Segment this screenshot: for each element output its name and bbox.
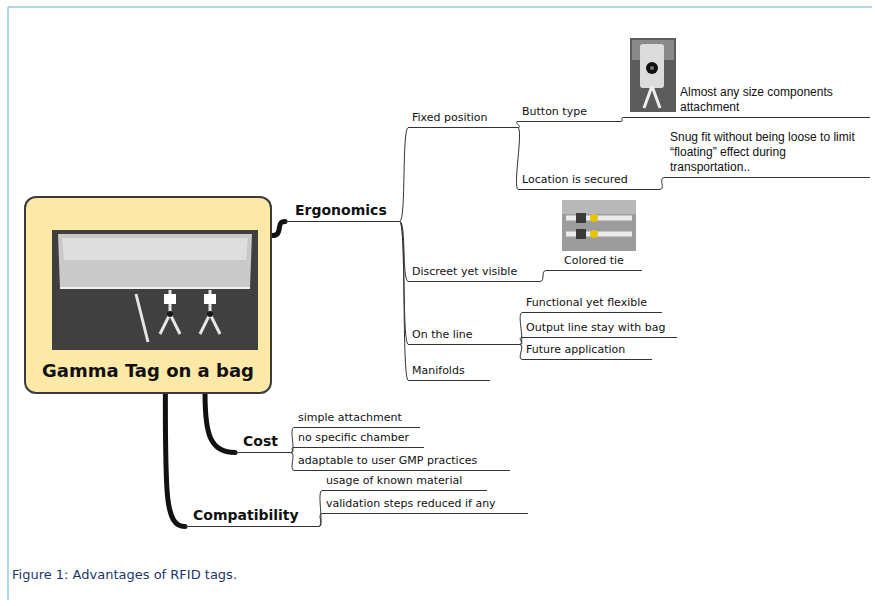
branch-text: Fixed position [412, 111, 514, 125]
branch-label: no specific chamber [294, 431, 424, 448]
main-branch-line [165, 394, 185, 527]
branch-label: Almost any size components attachment [624, 85, 870, 118]
figure-caption: Figure 1: Advantages of RFID tags. [12, 566, 237, 583]
branch-label: Output line stay with bag [522, 321, 677, 338]
branch-line [620, 118, 624, 122]
branch-label: Fixed position [408, 111, 518, 128]
branch-text: Almost any size components attachment [680, 85, 866, 115]
branch-line [540, 271, 546, 282]
branch-text: Snug fit without being loose to limit “f… [670, 130, 866, 175]
branch-text: Future application [526, 343, 648, 357]
branch-text: On the line [412, 328, 516, 342]
branch-text: simple attachment [298, 411, 416, 425]
branch-label: Future application [522, 343, 652, 360]
branch-label: Colored tie [546, 254, 642, 271]
branch-line [660, 178, 664, 190]
branch-line [516, 128, 519, 190]
branch-line [400, 222, 408, 381]
branch-text: Compatibility [193, 506, 315, 524]
branch-text: Manifolds [412, 364, 486, 378]
colored-tie-photo [562, 200, 636, 251]
branch-text: validation steps reduced if any [326, 497, 524, 511]
branch-label: Manifolds [408, 364, 490, 381]
branch-text: Functional yet flexible [526, 296, 658, 310]
main-branch: Ergonomics [285, 201, 400, 222]
branch-line [319, 514, 322, 527]
main-branch: Cost [235, 432, 291, 453]
figure-frame [8, 7, 872, 600]
branch-text: Ergonomics [295, 201, 396, 219]
bag-photo [52, 230, 258, 350]
branch-label: On the line [408, 328, 520, 345]
branch-text: Colored tie [564, 254, 638, 268]
branch-label: Location is secured [518, 173, 660, 190]
branch-text: Button type [522, 105, 616, 119]
branch-label: Discreet yet visible [408, 265, 540, 282]
main-branch-line [272, 222, 285, 236]
button-photo [630, 38, 676, 112]
branch-label: Button type [518, 105, 620, 122]
branch-line [291, 448, 294, 453]
branch-text: usage of known material [326, 474, 483, 488]
branch-text: adaptable to user GMP practices [298, 454, 506, 468]
branch-label: adaptable to user GMP practices [294, 454, 510, 471]
branch-label: Functional yet flexible [522, 296, 662, 313]
branch-text: no specific chamber [298, 431, 420, 445]
branch-text: Location is secured [522, 173, 656, 187]
branch-label: simple attachment [294, 411, 420, 428]
main-branch: Compatibility [185, 506, 319, 527]
branch-line [400, 128, 408, 222]
branch-line [516, 122, 519, 128]
branch-text: Output line stay with bag [526, 321, 673, 335]
branch-label: validation steps reduced if any [322, 497, 528, 514]
branch-label: usage of known material [322, 474, 487, 491]
central-topic: Gamma Tag on a bag [24, 196, 272, 394]
branch-label: Snug fit without being loose to limit “f… [664, 130, 870, 178]
branch-text: Cost [243, 432, 287, 450]
topic-title: Gamma Tag on a bag [42, 360, 254, 382]
main-branch-line [205, 394, 235, 453]
branch-text: Discreet yet visible [412, 265, 536, 279]
